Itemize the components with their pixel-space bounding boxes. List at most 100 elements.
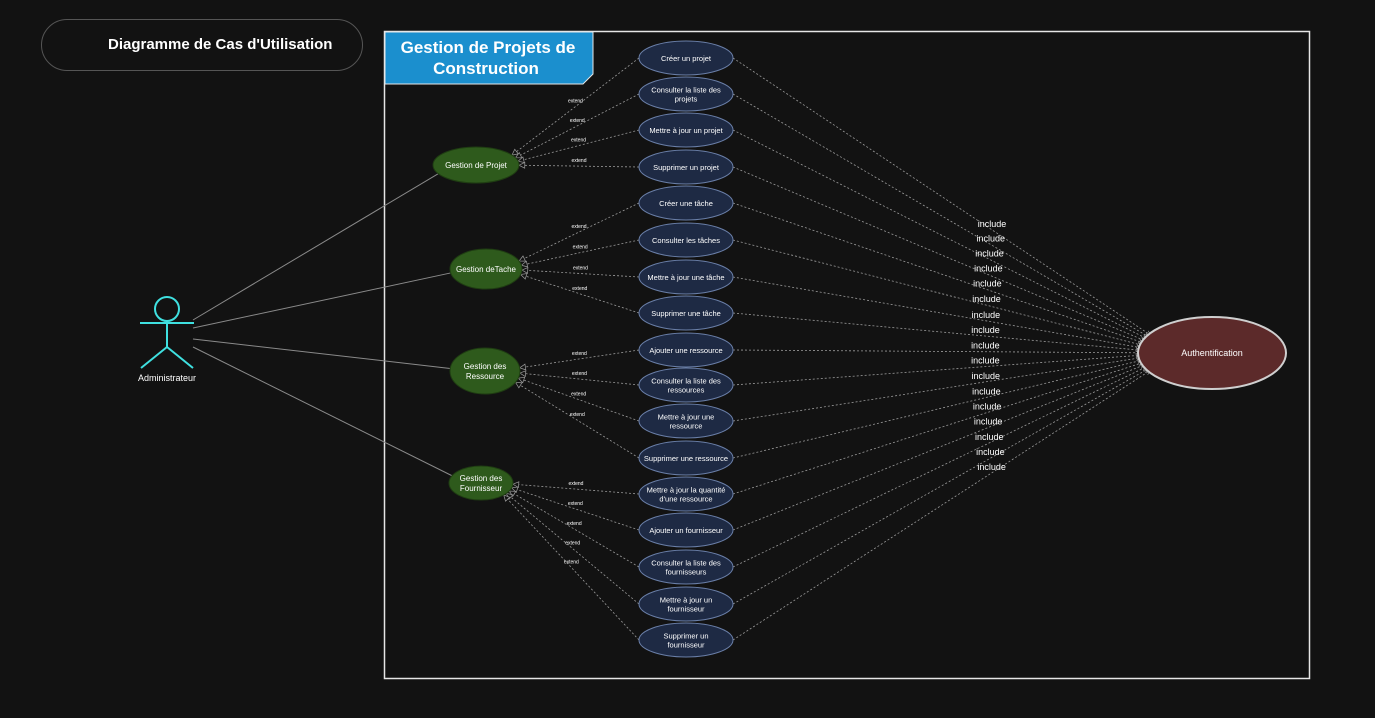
include-line — [732, 370, 1150, 641]
use-case-label: Consulter la liste des — [651, 559, 721, 568]
system-boundary-title-line1: Gestion de Projets de — [401, 38, 576, 57]
include-line — [732, 202, 1143, 343]
use-case[interactable] — [638, 185, 734, 221]
use-case-label: Mettre à jour la quantité — [647, 486, 726, 495]
include-label: include — [972, 371, 1001, 381]
actor-administrateur[interactable] — [140, 296, 194, 369]
include-line — [732, 355, 1140, 386]
use-case[interactable] — [638, 259, 734, 295]
extend-label: extend — [570, 118, 585, 124]
use-case[interactable] — [638, 586, 734, 622]
module-ressource[interactable] — [449, 347, 521, 395]
use-case[interactable] — [638, 112, 734, 148]
extend-line — [522, 270, 640, 278]
use-case-label: Mettre à jour une tâche — [647, 273, 724, 282]
extend-line — [513, 484, 640, 495]
use-case-label: Supprimer un — [663, 632, 708, 641]
module-ressource-label: Gestion des — [464, 362, 507, 371]
extend-line — [515, 93, 640, 158]
extend-line — [506, 493, 640, 605]
include-line — [732, 239, 1142, 345]
extend-line — [515, 382, 640, 459]
diagram-title: Diagramme de Cas d'Utilisation — [108, 36, 333, 53]
use-case-label: Consulter les tâches — [652, 236, 720, 245]
extend-label: extend — [568, 99, 583, 105]
actor-leg-left — [140, 346, 168, 369]
use-case-label: ressource — [670, 422, 703, 431]
use-case[interactable] — [638, 367, 734, 403]
include-label: include — [975, 248, 1004, 258]
actor-leg-right — [166, 346, 194, 369]
module-ressource-label: Ressource — [466, 372, 505, 381]
module-fournisseur-label: Gestion des — [460, 474, 503, 483]
association-fournisseur — [192, 346, 453, 477]
use-case-label: fournisseur — [667, 641, 705, 650]
use-case[interactable] — [638, 76, 734, 112]
use-case[interactable] — [638, 332, 734, 368]
use-case-label: Mettre à jour un — [660, 596, 713, 605]
use-case-label: Supprimer un projet — [653, 163, 720, 172]
use-case-authentification[interactable] — [1137, 316, 1287, 390]
include-line — [732, 129, 1147, 340]
extend-line — [512, 57, 640, 155]
use-case-label: fournisseurs — [666, 568, 707, 577]
module-fournisseur-label: Fournisseur — [460, 484, 503, 493]
use-case[interactable] — [638, 403, 734, 439]
extend-label: extend — [564, 559, 579, 565]
include-line — [732, 365, 1144, 531]
connector-labels: extend include extend include extend include e… — [564, 99, 1006, 566]
use-case[interactable] — [638, 440, 734, 476]
extend-label: extend — [571, 392, 586, 398]
module-projet[interactable] — [432, 146, 520, 184]
include-label: include — [978, 219, 1007, 229]
use-case[interactable] — [638, 295, 734, 331]
use-case-label: Ajouter une ressource — [649, 346, 722, 355]
include-line — [732, 363, 1143, 495]
module-tache[interactable] — [449, 248, 523, 290]
extend-label: extend — [573, 266, 588, 272]
actor-head — [154, 296, 180, 322]
association-ressource — [192, 338, 451, 369]
include-label: include — [973, 402, 1002, 412]
use-case-label: Mettre à jour un projet — [649, 126, 723, 135]
use-case[interactable] — [638, 40, 734, 76]
include-line — [732, 358, 1141, 422]
include-label: include — [977, 462, 1006, 472]
include-line — [732, 349, 1140, 353]
extend-label: extend — [572, 371, 587, 377]
association-projet — [192, 173, 439, 321]
include-line — [732, 57, 1151, 335]
use-case-label: d'une ressource — [659, 495, 712, 504]
use-case[interactable] — [638, 476, 734, 512]
extend-label: extend — [565, 541, 580, 547]
include-label: include — [971, 341, 1000, 351]
extend-line — [518, 129, 640, 161]
system-boundary — [383, 30, 1311, 680]
include-line — [732, 276, 1141, 348]
use-case-label: Mettre à jour une — [658, 413, 715, 422]
use-case[interactable] — [638, 222, 734, 258]
diagram-title-box: Diagramme de Cas d'Utilisation — [41, 19, 363, 71]
include-label: include — [976, 447, 1005, 457]
use-case[interactable] — [638, 149, 734, 185]
system-boundary-title-tab — [384, 31, 594, 85]
module-projet-label: Gestion de Projet — [445, 161, 508, 170]
use-case[interactable] — [638, 622, 734, 658]
use-case[interactable] — [638, 549, 734, 585]
association-tache — [192, 272, 451, 329]
extend-label: extend — [571, 158, 586, 164]
include-label: include — [974, 264, 1003, 274]
extend-line — [509, 491, 640, 568]
use-case-label: Ajouter un fournisseur — [649, 526, 723, 535]
module-fournisseur[interactable] — [448, 465, 514, 501]
extend-label: extend — [572, 286, 587, 292]
extend-line — [519, 165, 640, 167]
include-line — [732, 367, 1146, 568]
extend-label: extend — [573, 245, 588, 251]
extend-line — [520, 349, 640, 368]
extend-line — [521, 275, 640, 314]
use-case[interactable] — [638, 512, 734, 548]
use-case-label: Supprimer une ressource — [644, 454, 728, 463]
